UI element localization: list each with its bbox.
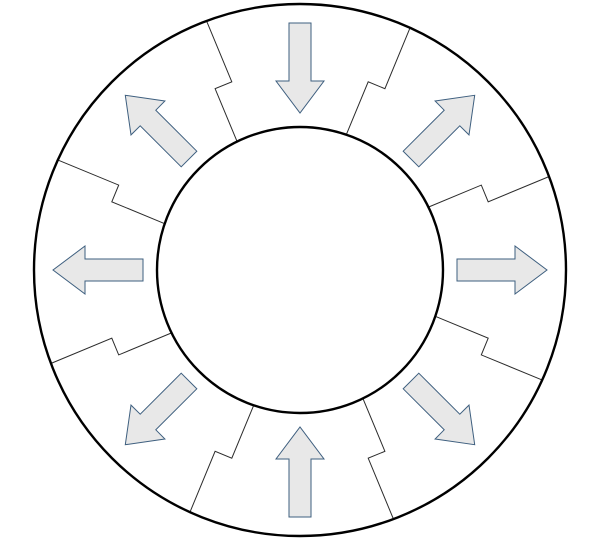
arrow-bottom-left-icon bbox=[124, 372, 198, 446]
arrow-bottom-icon bbox=[275, 426, 325, 518]
magnetization-arrows bbox=[52, 22, 548, 518]
arrow-bottom-right-icon bbox=[402, 372, 476, 446]
arrow-top-right-icon bbox=[402, 94, 476, 168]
arrow-top-left-icon bbox=[124, 94, 198, 168]
segment-boundary-bottom-left bbox=[189, 405, 255, 513]
segment-boundary-right-lower bbox=[435, 315, 543, 381]
segment-boundary-left-upper bbox=[57, 159, 165, 225]
arrow-left-icon bbox=[52, 245, 144, 295]
segment-borders bbox=[50, 20, 550, 520]
arrow-right-icon bbox=[456, 245, 548, 295]
outer-ring bbox=[32, 2, 568, 538]
inner-ring bbox=[155, 125, 445, 415]
segment-boundary-left-lower bbox=[50, 332, 172, 364]
arrow-top-icon bbox=[275, 22, 325, 114]
segment-boundary-top-left bbox=[206, 20, 238, 142]
segment-boundary-bottom-right bbox=[362, 398, 394, 520]
segment-boundary-right-upper bbox=[428, 176, 550, 208]
segment-boundary-top-right bbox=[345, 27, 411, 135]
